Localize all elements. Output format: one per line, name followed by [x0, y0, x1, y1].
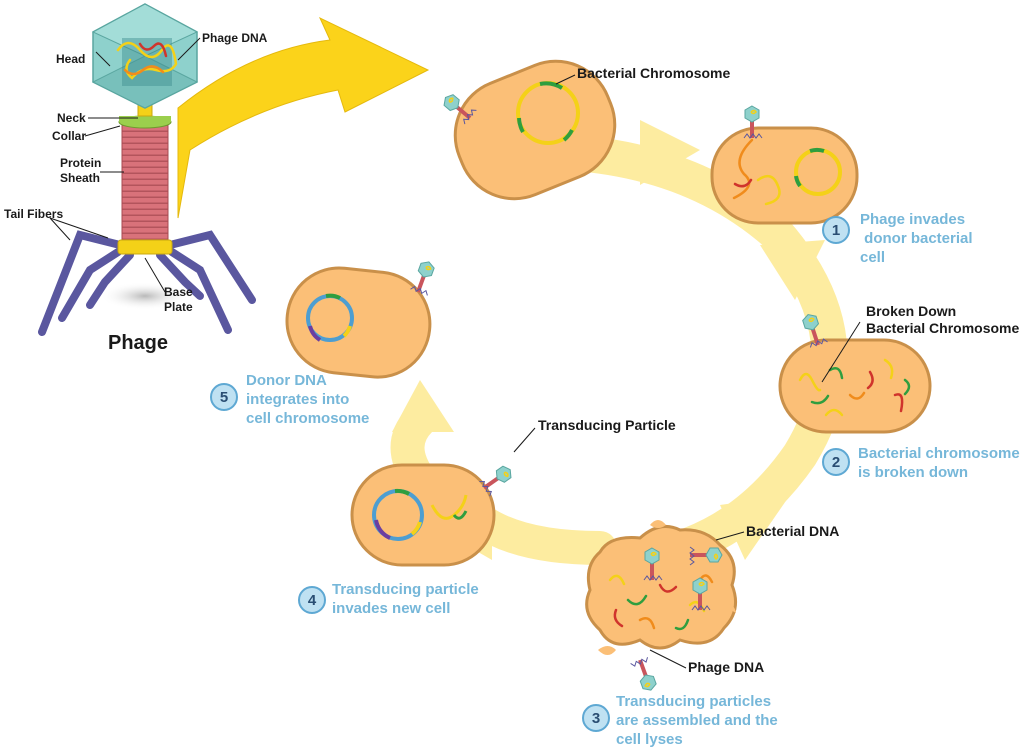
step-2: 2 Bacterial chromosome is broken down — [822, 445, 1020, 481]
step-5-line-2: integrates into — [246, 391, 349, 408]
step-2-line-1: Bacterial chromosome — [858, 445, 1020, 462]
step-3: 3 Transducing particles are assembled an… — [582, 693, 778, 748]
phage-title: Phage — [108, 332, 168, 354]
cell-step3-lysed — [585, 520, 745, 696]
label-plate: Plate — [164, 300, 193, 314]
step-4-line-1: Transducing particle — [332, 581, 479, 598]
label-phage-dna-detail: Phage DNA — [202, 31, 268, 45]
step-5-line-3: cell chromosome — [246, 410, 369, 427]
label-tail-fibers: Tail Fibers — [4, 207, 63, 221]
label-protein: Protein — [60, 156, 101, 170]
cell-step1 — [710, 104, 859, 225]
step-5-number: 5 — [220, 389, 228, 406]
step-1: 1 Phage invades donor bacterial cell — [822, 211, 973, 266]
step-5-line-1: Donor DNA — [246, 372, 327, 389]
cell-initial — [438, 59, 617, 201]
label-broken-down-1: Broken Down — [866, 303, 956, 319]
cell-step5 — [285, 257, 441, 379]
step-3-number: 3 — [592, 710, 600, 727]
step-2-number: 2 — [832, 454, 840, 471]
label-bacterial-chromosome: Bacterial Chromosome — [577, 65, 730, 81]
entry-arrow — [177, 16, 430, 219]
step-2-line-2: is broken down — [858, 464, 968, 481]
cell-step2 — [778, 309, 932, 434]
label-transducing-particle: Transducing Particle — [538, 417, 676, 433]
label-base: Base — [164, 285, 193, 299]
step-5: 5 Donor DNA integrates into cell chromos… — [210, 372, 369, 427]
step-4-line-2: invades new cell — [332, 600, 450, 617]
label-head: Head — [56, 52, 85, 66]
label-neck: Neck — [57, 111, 86, 125]
label-phage-dna-lysed: Phage DNA — [688, 659, 764, 675]
phage-leaders — [49, 37, 201, 293]
step-1-number: 1 — [832, 222, 840, 239]
step-4: 4 Transducing particle invades new cell — [298, 581, 479, 617]
label-bacterial-dna: Bacterial DNA — [746, 523, 839, 539]
step-1-line-1: Phage invades — [860, 211, 965, 228]
cell-step4 — [350, 427, 536, 567]
label-collar: Collar — [52, 129, 86, 143]
step-3-line-3: cell lyses — [616, 731, 683, 748]
step-3-line-1: Transducing particles — [616, 693, 771, 710]
step-1-line-3: cell — [860, 249, 885, 266]
label-sheath: Sheath — [60, 171, 100, 185]
step-1-line-2: donor bacterial — [860, 230, 973, 247]
step-3-line-2: are assembled and the — [616, 712, 778, 729]
step-4-number: 4 — [308, 592, 317, 609]
phage-illustration — [38, 3, 256, 336]
label-broken-down-2: Bacterial Chromosome — [866, 320, 1019, 336]
